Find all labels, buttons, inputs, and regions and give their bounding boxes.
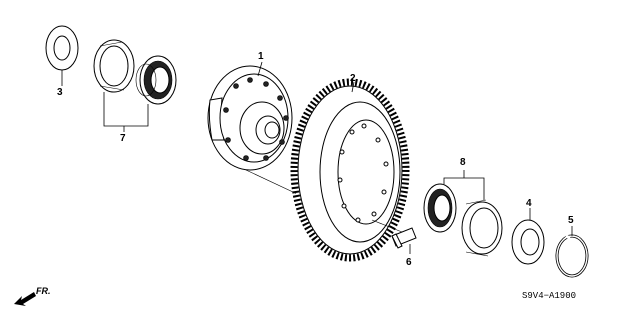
callout-1: 1: [258, 51, 264, 62]
part-2-ring-gear: [290, 78, 410, 262]
leader-1: [257, 61, 263, 77]
assembly-line-6: [371, 219, 403, 233]
callout-4: 4: [526, 198, 532, 209]
callout-7: 7: [120, 133, 126, 144]
part-5-snap-ring: [555, 234, 589, 278]
leader-2: [351, 81, 355, 93]
diagram-code: S9V4−A1900: [522, 291, 576, 301]
part-1-differential-carrier: [207, 65, 293, 171]
callout-8: 8: [460, 157, 466, 168]
leader-7-bracket: [103, 92, 149, 127]
part-7-tapered-roller-bearing: [135, 55, 177, 105]
callout-3: 3: [57, 87, 63, 98]
callout-6: 6: [406, 257, 412, 268]
part-3-washer: [45, 25, 79, 71]
part-4-shim: [511, 219, 545, 265]
front-arrow-icon: [14, 292, 36, 306]
part-7-bearing-cup: [93, 39, 135, 93]
part-8-bearing-cup: [461, 199, 503, 257]
direction-label: FR.: [36, 286, 51, 296]
part-6-bolt: [391, 227, 417, 249]
callout-2: 2: [350, 73, 356, 84]
part-8-tapered-roller-bearing: [423, 183, 457, 233]
callout-5: 5: [568, 215, 574, 226]
